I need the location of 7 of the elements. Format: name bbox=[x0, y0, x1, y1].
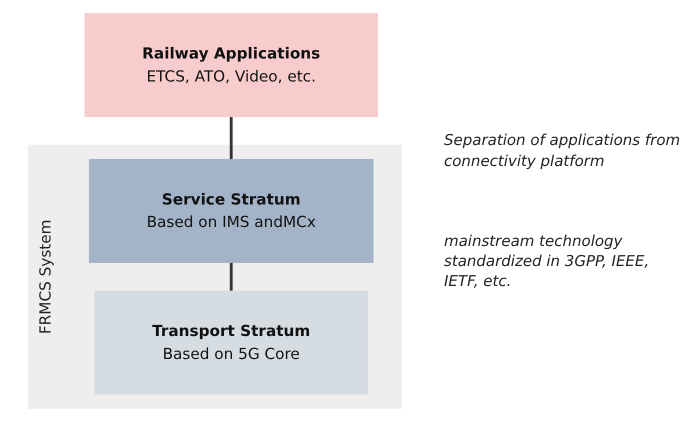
side-note: Separation of applications from connectivity platform bbox=[444, 130, 682, 171]
node-box: Railway Applications ETCS, ATO, Video, etc. bbox=[84, 13, 378, 118]
node-box: Service Stratum Based on IMS andMCx bbox=[88, 159, 374, 263]
connector bbox=[230, 262, 233, 292]
node-box: Transport Stratum Based on 5G Core bbox=[94, 290, 368, 395]
connector bbox=[230, 116, 233, 160]
side-note: mainstream technology standardized in 3GPP, IEEE, IETF, etc. bbox=[444, 230, 650, 292]
